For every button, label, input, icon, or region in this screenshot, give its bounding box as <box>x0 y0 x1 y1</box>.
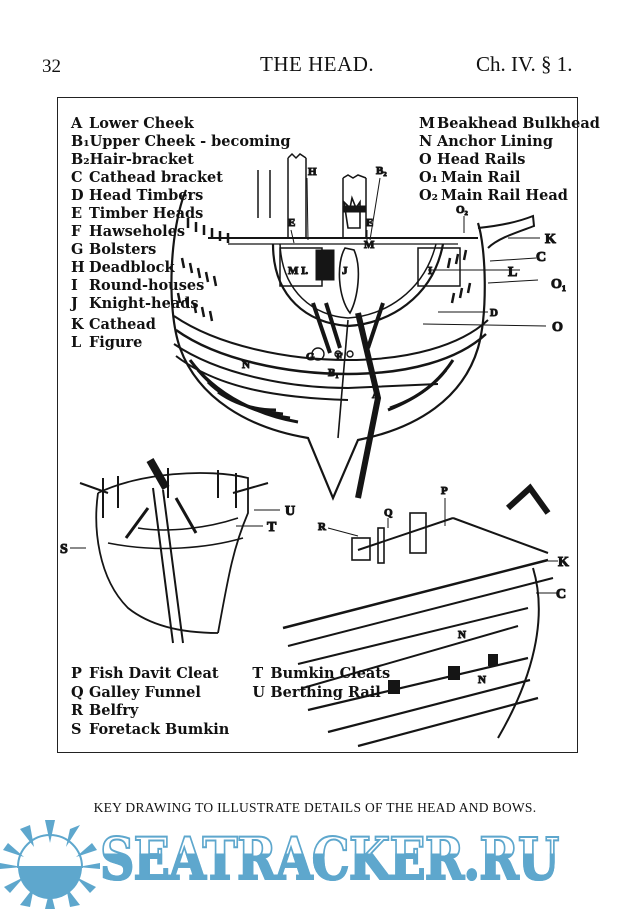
svg-text:C: C <box>536 250 546 265</box>
svg-text:N: N <box>242 359 250 371</box>
svg-text:U: U <box>285 504 295 519</box>
svg-text:J: J <box>342 265 348 277</box>
running-head: 32 THE HEAD. Ch. IV. § 1. <box>0 50 630 80</box>
svg-text:G: G <box>306 351 315 363</box>
page-number: 32 <box>42 56 61 77</box>
svg-text:E: E <box>366 217 373 229</box>
watermark: SEATRACKER.RU <box>0 815 630 909</box>
watermark-text: SEATRACKER.RU <box>99 824 560 894</box>
svg-text:Q: Q <box>384 507 393 519</box>
deck-bow-view: R Q P K C N N <box>282 483 570 748</box>
main-bow-view: H B₂ E E O₂ K C L O₁ D O M I. J M I N G … <box>170 152 567 501</box>
svg-text:P: P <box>441 485 448 497</box>
svg-text:T: T <box>267 520 277 535</box>
svg-text:L: L <box>508 265 517 280</box>
svg-text:O: O <box>552 320 563 335</box>
svg-text:F: F <box>336 351 343 363</box>
svg-text:B₁: B₁ <box>328 367 339 379</box>
svg-text:O₂: O₂ <box>456 204 469 216</box>
svg-text:N: N <box>458 629 466 641</box>
svg-text:M I.: M I. <box>288 265 308 277</box>
svg-text:B₂: B₂ <box>376 165 387 177</box>
figure-caption: KEY DRAWING TO ILLUSTRATE DETAILS OF THE… <box>93 800 537 815</box>
svg-text:K: K <box>558 555 569 570</box>
svg-text:N: N <box>478 674 486 686</box>
figure-frame: H B₂ E E O₂ K C L O₁ D O M I. J M I N G … <box>57 97 600 753</box>
svg-text:D: D <box>490 307 498 319</box>
sun-icon <box>0 820 100 909</box>
ship-head-drawing: H B₂ E E O₂ K C L O₁ D O M I. J M I N G … <box>60 152 570 748</box>
svg-text:S: S <box>60 542 68 557</box>
svg-text:C: C <box>556 587 566 602</box>
svg-text:O₁: O₁ <box>551 277 566 292</box>
svg-text:R: R <box>318 521 327 533</box>
svg-text:H: H <box>308 166 317 178</box>
svg-text:K: K <box>545 232 556 247</box>
svg-text:A: A <box>372 389 380 401</box>
chapter-title: THE HEAD. <box>260 52 375 76</box>
svg-text:E: E <box>288 217 295 229</box>
svg-text:I: I <box>428 265 432 277</box>
section-reference: Ch. IV. § 1. <box>476 52 573 76</box>
svg-text:M: M <box>364 239 375 251</box>
small-bow-view: U T S <box>60 458 296 644</box>
